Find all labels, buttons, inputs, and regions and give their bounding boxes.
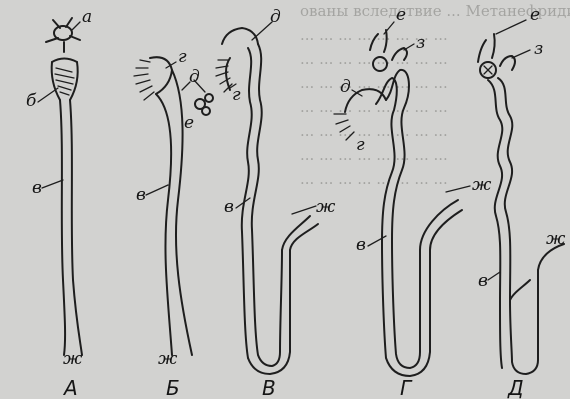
capsule-cilia	[216, 60, 232, 92]
panel-caption: А	[62, 376, 78, 399]
label-a: а	[82, 7, 92, 27]
pointer-v	[368, 236, 386, 246]
bowman-capsule	[150, 57, 172, 94]
label-d: д	[189, 67, 200, 87]
panel-a-drawing	[38, 18, 82, 355]
cell-e	[202, 107, 210, 115]
funnel-cilia	[55, 68, 74, 95]
collecting-branch-right	[430, 210, 462, 250]
pointer-z	[512, 50, 530, 58]
capsule-cilia	[134, 60, 154, 100]
tubule-inner-wall	[488, 80, 502, 368]
label-d: д	[340, 77, 351, 97]
cell-e	[205, 94, 213, 102]
background-text-line: ... ... ... ... ... ... ... ...	[300, 146, 448, 164]
label-v: в	[224, 197, 234, 217]
pointer-b	[38, 88, 58, 102]
stellate-cell-body	[54, 26, 72, 40]
label-d: д	[270, 7, 281, 27]
label-g: г	[232, 85, 241, 105]
stellate-cell-processes	[46, 18, 80, 52]
background-text-line: ... ... ... ... ... ... ... ...	[300, 122, 448, 140]
label-zh: ж	[63, 349, 83, 369]
background-text-line: ... ... ... ... ... ... ... ...	[300, 170, 448, 188]
label-zh: ж	[316, 197, 336, 217]
label-e: е	[530, 5, 540, 25]
collecting-branch-right	[290, 224, 318, 250]
pointer-e	[496, 20, 526, 34]
tubule-left-wall	[156, 94, 172, 355]
pointer-zh	[446, 186, 470, 192]
label-g: г	[356, 135, 365, 155]
pointer-zh	[292, 206, 316, 214]
capsule-back	[226, 58, 230, 90]
label-e: е	[396, 5, 406, 25]
pointer-v	[488, 272, 500, 280]
label-z: з	[534, 39, 543, 59]
pointer-v	[146, 185, 168, 195]
pointer-v	[42, 180, 63, 188]
tubule-left-wall	[60, 100, 65, 355]
label-v: в	[478, 271, 488, 291]
panel-b-drawing	[134, 57, 213, 355]
panel-caption: В	[262, 376, 276, 399]
label-v: в	[136, 185, 146, 205]
panel-b: г д е в ж Б	[134, 47, 213, 399]
label-zh: ж	[472, 175, 492, 195]
tubule-outer-wall	[252, 44, 282, 366]
panel-a: а б в ж А	[26, 7, 92, 399]
label-g: г	[178, 47, 187, 67]
tubule-outer-wall	[498, 78, 538, 374]
label-b: б	[26, 91, 37, 111]
label-e: е	[184, 113, 194, 133]
panel-caption: Г	[400, 376, 413, 399]
afferent-vessel	[478, 34, 495, 62]
background-text-line: ... ... ... ... ... ... ... ...	[300, 98, 448, 116]
panel-caption: Б	[166, 376, 180, 399]
pointer-d	[252, 22, 272, 40]
label-zh: ж	[546, 229, 566, 249]
capsule-top	[222, 28, 258, 44]
connecting-segment	[510, 280, 530, 300]
panel-d: е з ж в Д	[478, 5, 566, 399]
label-zh: ж	[158, 349, 178, 369]
label-v: в	[356, 235, 366, 255]
pointer-a	[72, 22, 80, 30]
label-v: в	[32, 178, 42, 198]
panel-caption: Д	[507, 376, 524, 399]
panel-d-drawing	[478, 20, 564, 374]
tubule-right-wall	[70, 100, 82, 355]
funnel-rim	[52, 59, 77, 63]
collecting-branch-left	[420, 200, 458, 250]
glomerulus-capillaries	[484, 66, 492, 74]
label-z: з	[416, 33, 425, 53]
